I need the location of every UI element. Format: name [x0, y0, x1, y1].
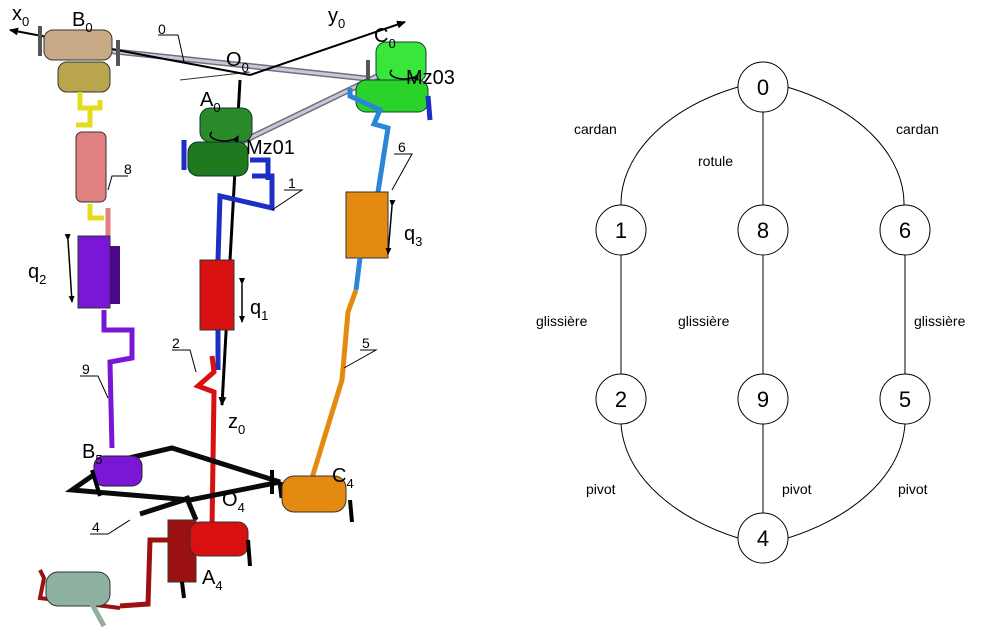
label-part-8: 8	[124, 161, 132, 177]
edge-label-0-6: cardan	[896, 121, 939, 137]
platform-4	[64, 445, 285, 521]
label-part-9: 9	[82, 361, 90, 377]
cardan-C0	[347, 41, 433, 193]
mechanism-labels: x0 B0 0 y0 O0 C0 Mz03 A0 Mz01 6 8 1 q3 q…	[12, 3, 455, 593]
node-1	[595, 204, 647, 256]
label-C4: C4	[332, 465, 354, 491]
label-part-0: 0	[158, 21, 166, 37]
label-q2: q2	[28, 261, 46, 287]
node-label-6: 6	[899, 218, 911, 243]
pivot-B5	[90, 455, 143, 497]
label-A0: A0	[200, 89, 221, 115]
node-label-2: 2	[615, 387, 627, 412]
node-label-4: 4	[757, 526, 769, 551]
mechanism-drawing: x0 B0 0 y0 O0 C0 Mz03 A0 Mz01 6 8 1 q3 q…	[9, 3, 455, 628]
label-part-5: 5	[362, 335, 370, 351]
node-8	[737, 204, 789, 256]
edge-label-9-4: pivot	[782, 481, 812, 497]
label-A4: A4	[202, 567, 223, 593]
edge-label-6-5: glissière	[914, 313, 966, 329]
node-label-0: 0	[757, 75, 769, 100]
end-effector	[37, 569, 121, 628]
node-label-9: 9	[757, 387, 769, 412]
leg-1-2	[193, 259, 245, 529]
node-4	[737, 512, 789, 564]
pivot-A4	[119, 519, 252, 609]
edge-label-2-4: pivot	[586, 481, 616, 497]
node-2	[595, 373, 647, 425]
label-q1: q1	[250, 297, 268, 323]
node-label-5: 5	[899, 387, 911, 412]
label-Mz03: Mz03	[406, 67, 455, 89]
edge-5-4	[787, 423, 906, 539]
label-B0: B0	[72, 9, 93, 35]
leg-6-5	[309, 191, 396, 479]
label-part-2: 2	[172, 335, 180, 351]
part-leaders	[80, 34, 413, 535]
edge-0-1	[620, 86, 739, 206]
cardan-A0	[181, 107, 275, 261]
leg-8-9	[64, 131, 135, 449]
edge-0-6	[786, 86, 905, 206]
node-9	[737, 373, 789, 425]
node-5	[879, 373, 931, 425]
label-part-1: 1	[288, 175, 296, 191]
edge-label-0-8: rotule	[698, 153, 733, 169]
label-O4: O4	[222, 489, 245, 515]
liaison-graph: cardan cardan rotule glissière glissière…	[534, 61, 980, 564]
node-label-8: 8	[757, 218, 769, 243]
label-part-6: 6	[398, 139, 406, 155]
label-Mz01: Mz01	[246, 137, 295, 159]
label-z0: z0	[228, 411, 245, 437]
graph-node-labels: 0 1 8 6 2 9 5 4	[615, 75, 911, 551]
node-label-1: 1	[615, 218, 627, 243]
label-y0: y0	[328, 5, 345, 31]
cardan-B0	[38, 26, 120, 128]
label-B5: B5	[82, 441, 103, 467]
label-q3: q3	[404, 223, 422, 249]
graph-edges	[620, 86, 906, 539]
label-C0: C0	[374, 25, 396, 51]
edge-label-8-9: glissière	[678, 313, 730, 329]
edge-label-0-1: cardan	[574, 121, 617, 137]
label-O0: O0	[226, 49, 249, 75]
node-0	[737, 61, 789, 113]
label-x0: x0	[12, 3, 29, 29]
node-6	[879, 204, 931, 256]
edge-label-5-4: pivot	[898, 481, 928, 497]
label-part-4: 4	[92, 519, 100, 535]
pivot-C4	[270, 470, 354, 523]
graph-nodes	[595, 61, 931, 564]
edge-2-4	[620, 423, 739, 539]
graph-edge-labels: cardan cardan rotule glissière glissière…	[534, 118, 980, 498]
edge-label-1-2: glissière	[536, 313, 588, 329]
